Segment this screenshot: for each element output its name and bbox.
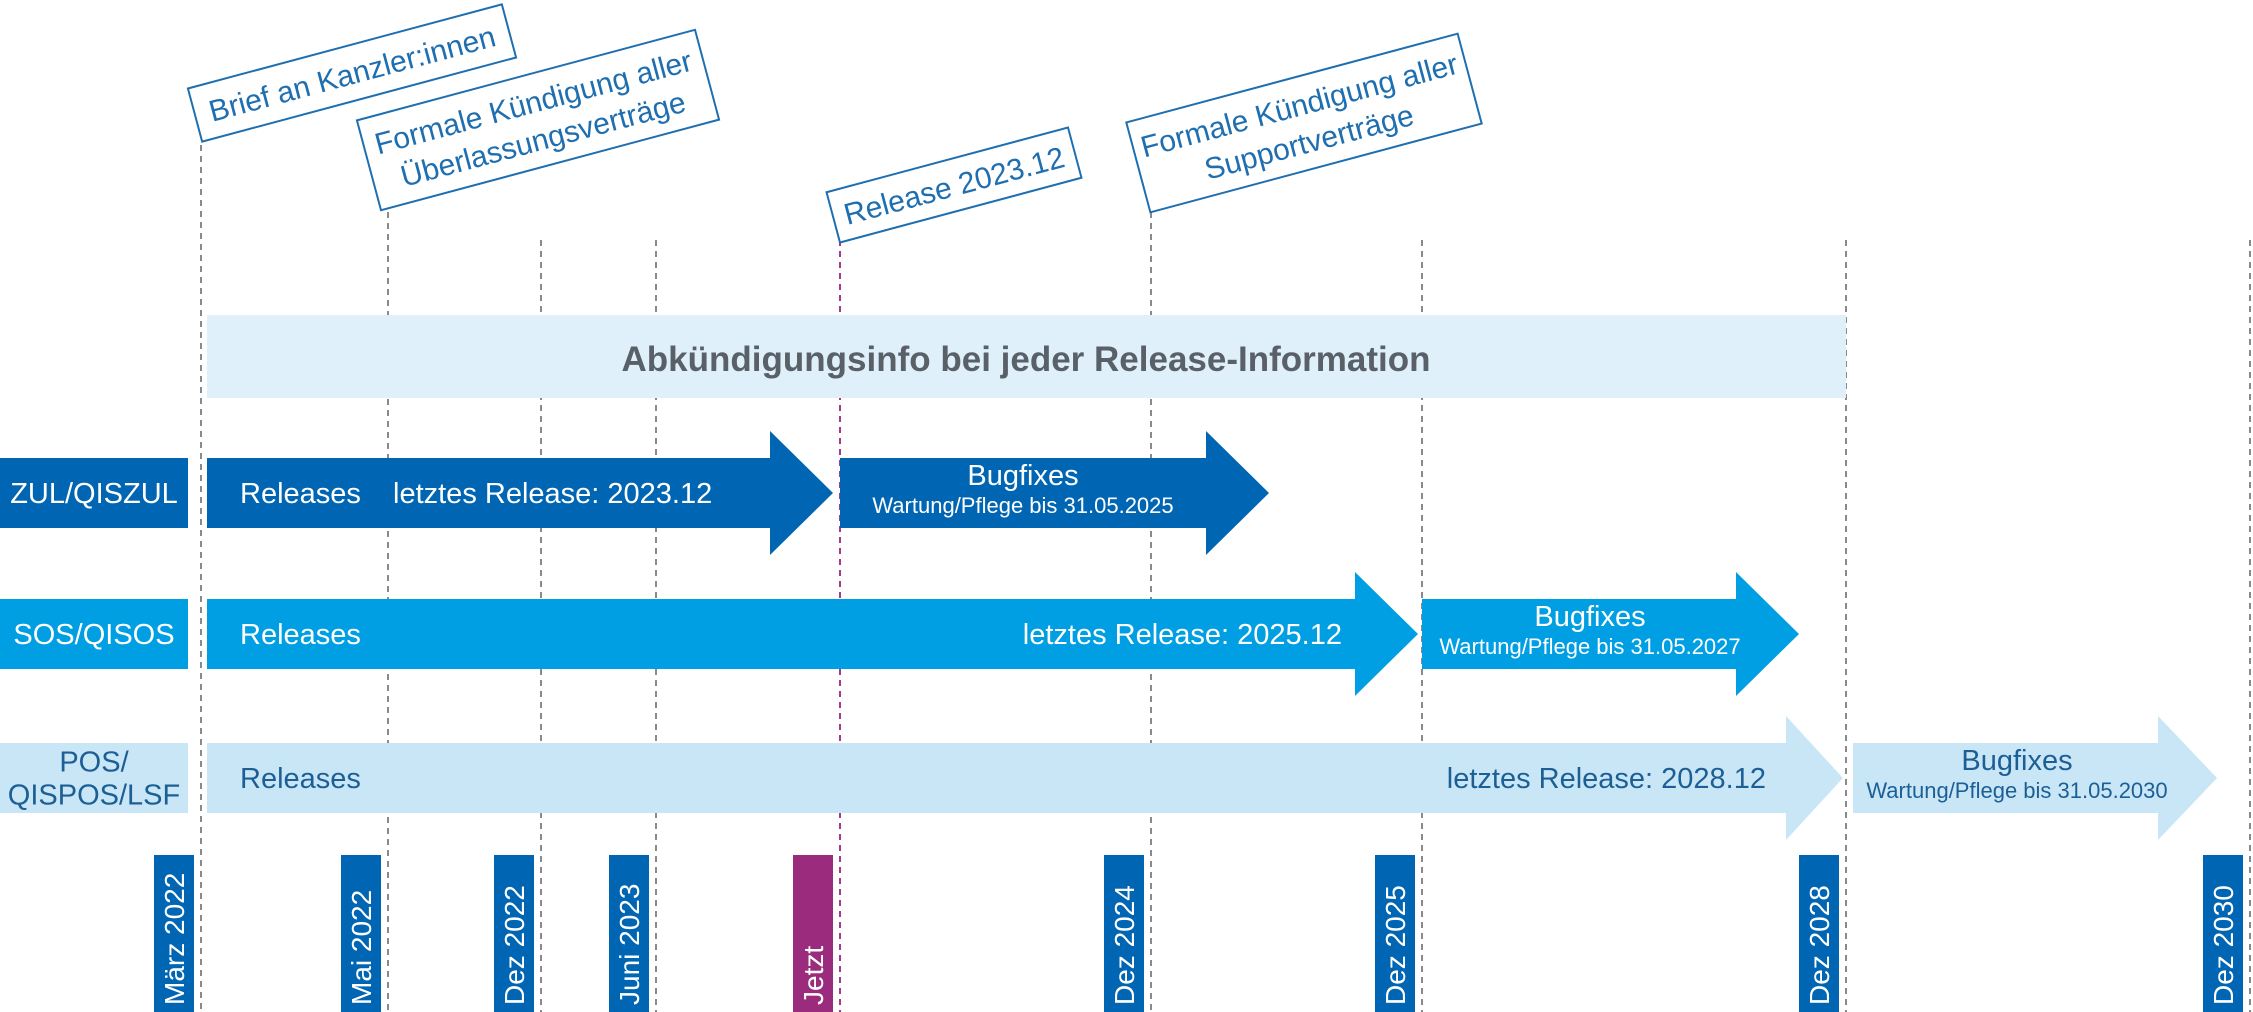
product-rows: ZUL/QISZUL Releases letztes Release: 2023.… — [0, 431, 2217, 840]
milestone-box — [2203, 855, 2243, 1012]
last-release-label: letztes Release: 2025.12 — [1023, 619, 1342, 651]
product-label-box — [0, 743, 188, 813]
milestone-label: Dez 2024 — [1109, 885, 1140, 1005]
callout-release-2023: Release 2023.12 — [825, 126, 1083, 244]
milestone-label: Juni 2023 — [614, 884, 645, 1005]
bugfix-arrow — [1422, 572, 1799, 696]
releases-label: Releases — [240, 763, 361, 795]
bugfix-title: Bugfixes — [1534, 601, 1645, 633]
milestone-box — [609, 855, 649, 1012]
bugfix-arrow — [1853, 716, 2217, 840]
milestone-dez-2025: Dez 2025 — [1375, 855, 1415, 1012]
milestone-mai-2022: Mai 2022 — [341, 855, 381, 1012]
callout-frame — [355, 28, 721, 212]
milestone-box — [1799, 855, 1839, 1012]
last-release-label: letztes Release: 2028.12 — [1447, 763, 1766, 795]
releases-label: Releases — [240, 478, 361, 510]
milestone-maerz-2022: März 2022 — [154, 855, 194, 1012]
product-label-text: ZUL/QISZUL — [10, 478, 178, 510]
product-label-sos: SOS/QISOS — [0, 599, 188, 669]
product-label-text: POS/ — [59, 747, 129, 779]
releases-arrow — [207, 431, 833, 555]
milestone-juni-2023: Juni 2023 — [609, 855, 649, 1012]
milestone-label: Dez 2028 — [1804, 885, 1835, 1005]
milestone-box — [154, 855, 194, 1012]
product-label-box — [0, 599, 188, 669]
milestone-jetzt: Jetzt — [793, 855, 833, 1012]
releases-label: Releases — [240, 619, 361, 651]
bugfix-subtitle: Wartung/Pflege bis 31.05.2030 — [1866, 778, 2167, 803]
product-label-box — [0, 458, 188, 528]
bugfix-subtitle: Wartung/Pflege bis 31.05.2025 — [872, 493, 1173, 518]
releases-arrow — [207, 716, 1843, 840]
milestone-box — [494, 855, 534, 1012]
bugfix-subtitle: Wartung/Pflege bis 31.05.2027 — [1439, 634, 1740, 659]
callout-frame — [1125, 32, 1483, 214]
bugfix-title: Bugfixes — [967, 460, 1078, 492]
banner-background — [207, 315, 1846, 398]
product-label-pos: POS/QISPOS/LSF — [0, 743, 188, 813]
milestone-box — [793, 855, 833, 1012]
bugfix-arrow — [840, 431, 1269, 555]
milestone-label: März 2022 — [159, 873, 190, 1005]
milestone-dez-2022: Dez 2022 — [494, 855, 534, 1012]
row-sos: SOS/QISOS Releases letztes Release: 2025.1… — [0, 572, 1799, 696]
milestone-box — [1104, 855, 1144, 1012]
callout-frame — [186, 3, 518, 143]
banner-text: Abkündigungsinfo bei jeder Release-Infor… — [622, 340, 1431, 379]
milestone-label: Mai 2022 — [346, 890, 377, 1005]
milestone-label: Dez 2025 — [1380, 885, 1411, 1005]
milestone-dez-2024: Dez 2024 — [1104, 855, 1144, 1012]
product-label-text: SOS/QISOS — [13, 619, 174, 651]
row-zul: ZUL/QISZUL Releases letztes Release: 2023.… — [0, 431, 1269, 555]
banner: Abkündigungsinfo bei jeder Release-Infor… — [207, 315, 1846, 398]
milestone-label: Dez 2030 — [2208, 885, 2239, 1005]
milestone-dez-2030: Dez 2030 — [2203, 855, 2243, 1012]
milestone-box — [341, 855, 381, 1012]
product-label-zul: ZUL/QISZUL — [0, 458, 188, 528]
milestone-label: Jetzt — [798, 946, 829, 1005]
milestone-box — [1375, 855, 1415, 1012]
last-release-label: letztes Release: 2023.12 — [393, 478, 712, 510]
releases-arrow — [207, 572, 1418, 696]
milestone-label: Dez 2022 — [499, 885, 530, 1005]
bugfix-title: Bugfixes — [1961, 745, 2072, 777]
callout-frame — [825, 126, 1083, 244]
product-label-text: QISPOS/LSF — [8, 780, 180, 812]
milestone-dez-2028: Dez 2028 — [1799, 855, 1839, 1012]
row-pos: POS/QISPOS/LSF Releases letztes Release: 2… — [0, 716, 2217, 840]
